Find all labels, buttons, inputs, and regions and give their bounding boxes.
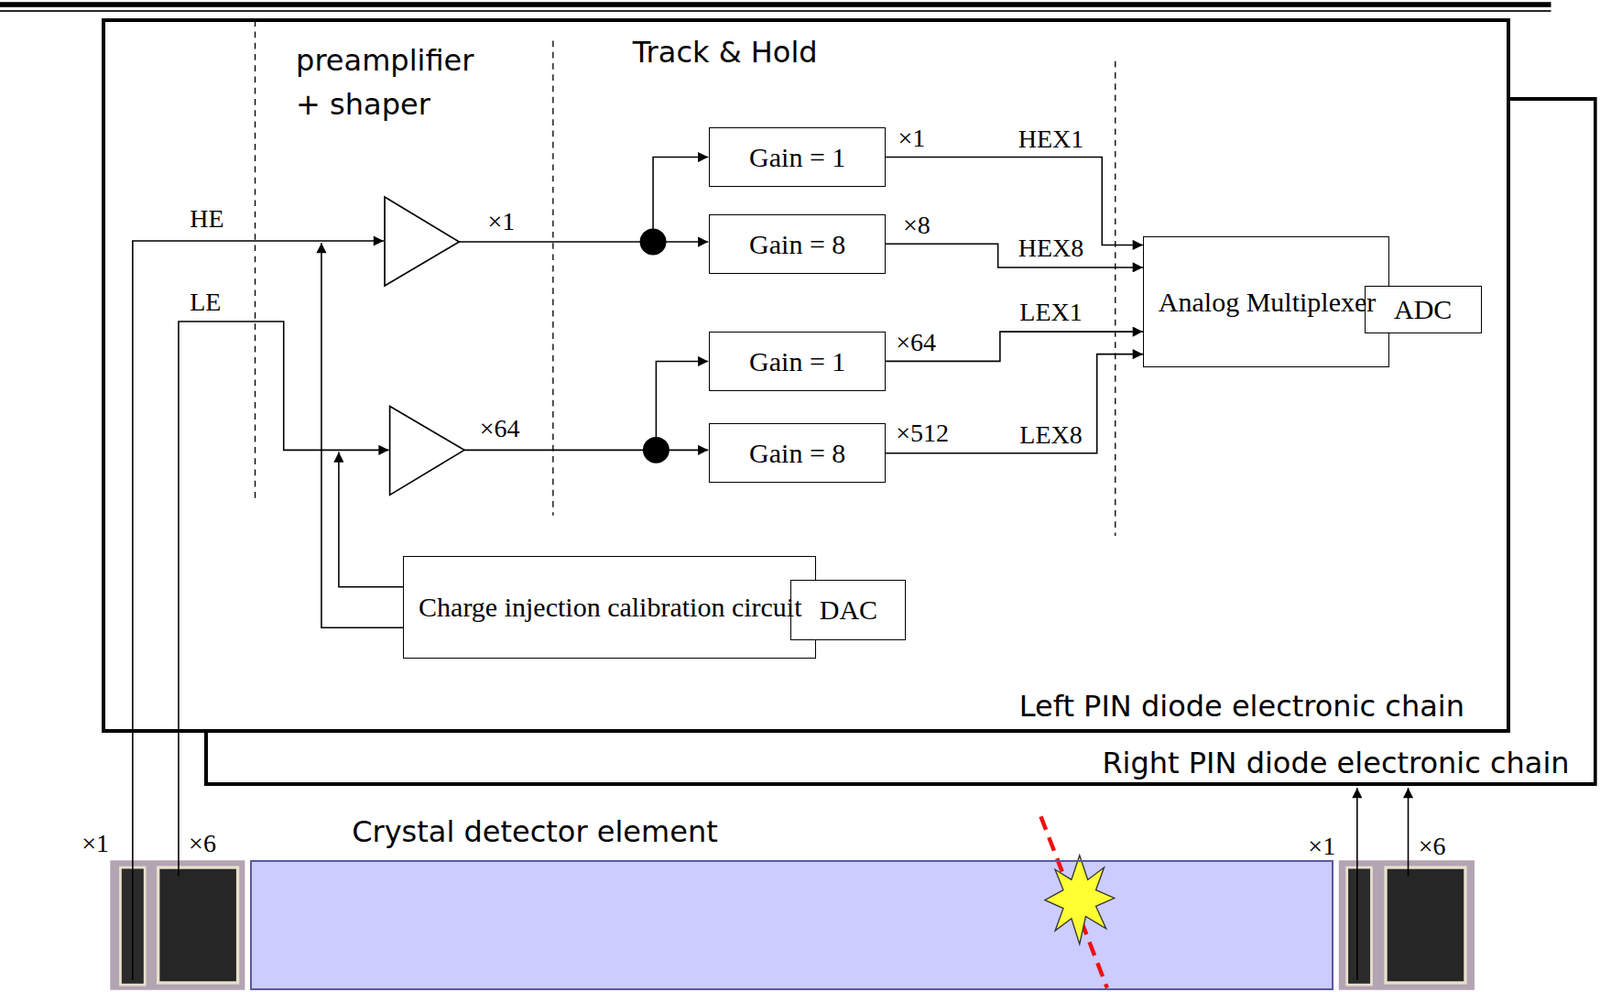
frame-title: Left PIN diode electronic chain bbox=[1019, 688, 1465, 724]
signal-label: ×1 bbox=[488, 206, 516, 237]
signal-label: ×1 bbox=[81, 828, 109, 859]
signal-wire bbox=[132, 157, 1409, 980]
signal-label: ×1 bbox=[897, 123, 926, 153]
gain-stage-box: Gain = 1 bbox=[708, 127, 886, 187]
signal-label: ×6 bbox=[188, 828, 217, 859]
box-label: Gain = 1 bbox=[749, 344, 846, 380]
signal-label: ×8 bbox=[903, 210, 931, 240]
header-rule bbox=[0, 10, 1552, 12]
multiplexer-box: Analog Multiplexer bbox=[1142, 236, 1390, 368]
chain-frame: Left PIN diode electronic chain Gain = 1 G… bbox=[101, 18, 1511, 733]
signal-name: HEX1 bbox=[1016, 124, 1087, 154]
dac-box: DAC bbox=[790, 579, 906, 641]
box-label: Gain = 8 bbox=[749, 227, 846, 262]
crystal-element: Crystal detector element bbox=[250, 859, 1334, 990]
signal-name: HEX8 bbox=[1016, 233, 1087, 263]
signal-label: ×512 bbox=[895, 418, 949, 448]
energy-deposit-star bbox=[1044, 855, 1115, 945]
crystal-fill bbox=[250, 859, 1334, 991]
frame-title: Crystal detector element bbox=[351, 814, 719, 849]
box-label: ADC bbox=[1393, 292, 1452, 327]
signal-name: LEX8 bbox=[1017, 420, 1084, 450]
header-rule bbox=[0, 1, 1552, 8]
gain-stage-box: Gain = 8 bbox=[708, 423, 886, 483]
gain-stage-box: Gain = 1 bbox=[708, 331, 886, 392]
stage-label: Track & Hold bbox=[632, 35, 818, 70]
signal-label: LE bbox=[189, 287, 221, 317]
calibration-box: Charge injection calibration circuit bbox=[402, 555, 816, 658]
stage-divider bbox=[255, 20, 1116, 536]
signal-label: ×6 bbox=[1418, 831, 1447, 861]
signal-connector bbox=[885, 243, 1143, 268]
box-label: Analog Multiplexer bbox=[1158, 284, 1376, 320]
box-label: Gain = 1 bbox=[749, 140, 846, 175]
branch-dot bbox=[640, 228, 670, 464]
box-label: DAC bbox=[819, 592, 878, 628]
signal-label: ×1 bbox=[1307, 831, 1336, 861]
stage-label: preamplifier + shaper bbox=[295, 38, 492, 127]
signal-label: ×64 bbox=[479, 413, 521, 444]
pin-diode-photo bbox=[1338, 859, 1475, 991]
signal-name: LEX1 bbox=[1017, 297, 1084, 327]
signal-label: HE bbox=[189, 204, 224, 234]
signal-label: ×64 bbox=[895, 327, 937, 358]
adc-box: ADC bbox=[1364, 285, 1482, 334]
frame-title: Right PIN diode electronic chain bbox=[1101, 745, 1569, 781]
signal-connector bbox=[885, 157, 1143, 246]
gain-stage-box: Gain = 8 bbox=[708, 214, 886, 274]
box-label: Gain = 8 bbox=[749, 435, 846, 471]
amplifier-symbol bbox=[384, 196, 465, 495]
box-label: Charge injection calibration circuit bbox=[418, 589, 802, 625]
pin-diode-photo bbox=[109, 859, 245, 991]
signal-connector bbox=[885, 354, 1143, 454]
